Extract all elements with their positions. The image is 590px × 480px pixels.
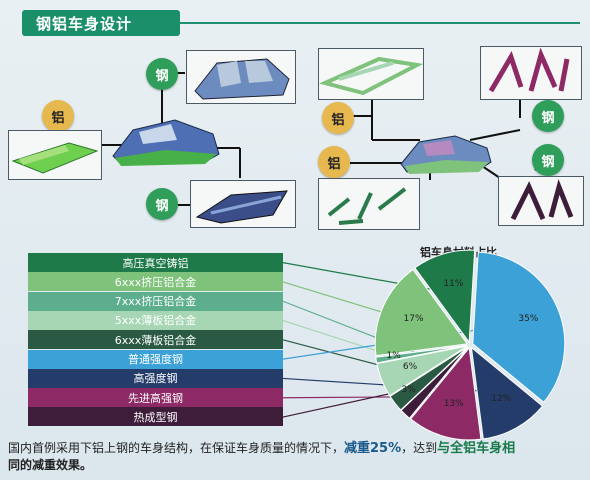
pie-slice (410, 346, 482, 441)
footer-text: 同的减重效果。 (8, 458, 93, 472)
steel-upper-body-image (186, 50, 296, 104)
pie-slice (472, 251, 566, 403)
pie-slice (414, 249, 476, 344)
legend-item: 高强度钢 (28, 368, 283, 388)
pie-slice-label: 11% (443, 278, 464, 289)
footer-text: ，达到 (401, 441, 438, 455)
aluminum-badge: 铝 (322, 102, 354, 134)
header-divider (180, 22, 580, 24)
pie-slice-label: 6% (402, 362, 418, 373)
steel-underbody-image (190, 180, 296, 228)
pie-slice-label: 3% (401, 385, 416, 396)
aluminum-parts-image (318, 178, 420, 230)
footer-highlight-compare: 与全铝车身相 (437, 441, 516, 456)
legend-item: 先进高强钢 (28, 388, 283, 408)
legend-item: 5xxx薄板铝合金 (28, 310, 283, 330)
pie-slice (470, 346, 544, 440)
pie-slice-label: 12% (491, 393, 512, 404)
aluminum-floor-image (8, 130, 102, 180)
legend-item: 高压真空铸铝 (28, 253, 283, 272)
pie-slice (374, 268, 469, 357)
section-title: 钢铝车身设计 (36, 15, 133, 33)
footer-note: 国内首例采用下铝上钢的车身结构，在保证车身质量的情况下，减重25%，达到与全铝车… (8, 440, 588, 473)
steel-badge: 钢 (532, 100, 564, 132)
aluminum-badge: 铝 (42, 100, 74, 132)
pie-slice-label: 17% (403, 314, 424, 325)
steel-bpillar-image (498, 176, 584, 226)
footer-text: 国内首例采用下铝上钢的车身结构，在保证车身质量的情况下， (8, 441, 345, 455)
pie-slice-label: 35% (518, 313, 539, 324)
pie-slice (376, 345, 468, 397)
pie-slice (389, 346, 468, 411)
steel-badge: 钢 (146, 188, 178, 220)
steel-badge: 钢 (532, 144, 564, 176)
car-body-right-image (400, 135, 492, 174)
section-header: 钢铝车身设计 (22, 10, 180, 36)
pie-slice (375, 344, 468, 364)
pie-slice-label: 1% (386, 351, 401, 361)
steel-badge: 钢 (146, 58, 178, 90)
pie-slice-label: 13% (443, 399, 464, 410)
aluminum-frame-image (318, 48, 424, 100)
footer-highlight-weight: 减重25% (344, 441, 402, 456)
legend-item: 热成型钢 (28, 407, 283, 427)
car-body-left-image (112, 119, 220, 166)
legend-item: 普通强度钢 (28, 349, 283, 369)
legend-item: 7xxx挤压铝合金 (28, 291, 283, 311)
aluminum-badge: 铝 (318, 146, 350, 178)
steel-pillar-image (480, 46, 582, 100)
legend-item: 6xxx挤压铝合金 (28, 272, 283, 292)
legend-item: 6xxx薄板铝合金 (28, 330, 283, 350)
